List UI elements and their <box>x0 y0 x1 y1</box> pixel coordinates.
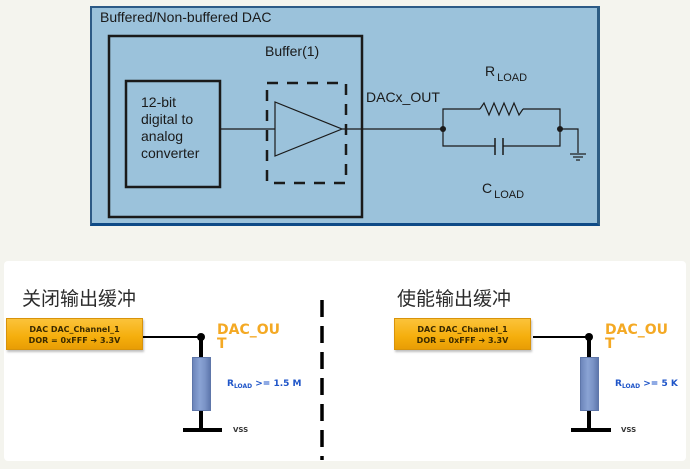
rload-sub: LOAD <box>621 383 641 390</box>
wire-to-ground <box>560 128 579 153</box>
wire-top-branch <box>442 108 480 129</box>
cload-sub: LOAD <box>494 189 525 201</box>
dor-value-label: DOR = 0xFFF ➔ 3.3V <box>416 336 509 345</box>
wire-bottom-branch-right <box>503 129 561 147</box>
wire-left-out <box>143 336 202 357</box>
dac-out-label-right: DAC_OU T <box>605 323 668 351</box>
rload-value: >= 1.5 M <box>252 379 302 389</box>
rload-main: R <box>485 63 496 79</box>
dac-out-line-1: DAC_OU <box>605 322 668 338</box>
dac-channel-box-right: DAC DAC_Channel_1 DOR = 0xFFF ➔ 3.3V <box>394 318 531 350</box>
wire-bottom-branch <box>442 129 495 147</box>
load-resistor-left <box>192 357 211 411</box>
rload-value: >= 5 K <box>640 379 678 389</box>
rload-value-left: RLOAD >= 1.5 M <box>227 379 302 390</box>
dacx-out-label: DACx_OUT <box>366 89 440 105</box>
vss-label-right: VSS <box>621 426 637 434</box>
dac-circuit-schematic <box>107 34 586 219</box>
rload-main: R <box>227 379 234 389</box>
diagram-title: Buffered/Non-buffered DAC <box>100 9 272 25</box>
rload-sub: LOAD <box>233 383 253 390</box>
dac-out-label-left: DAC_OU T <box>217 323 280 351</box>
dac-channel-box-left: DAC DAC_Channel_1 DOR = 0xFFF ➔ 3.3V <box>6 318 143 350</box>
dac-channel-label: DAC DAC_Channel_1 <box>417 325 508 334</box>
junction-node-left <box>440 126 446 132</box>
rload-sub: LOAD <box>497 72 528 84</box>
dac-converter-block <box>124 79 222 189</box>
rload-value-right: RLOAD >= 5 K <box>615 379 678 390</box>
dac-channel-label: DAC DAC_Channel_1 <box>29 325 120 334</box>
cload-main: C <box>482 180 493 196</box>
dac-out-line-1: DAC_OU <box>217 322 280 338</box>
load-resistor-right <box>580 357 599 411</box>
dac-out-line-2: T <box>605 336 615 352</box>
dac-line-4: converter <box>141 145 200 161</box>
bottom-circuits <box>143 300 611 460</box>
buffer-label: Buffer(1) <box>265 43 320 59</box>
rload-main: R <box>615 379 622 389</box>
node-right <box>585 333 593 341</box>
dac-line-1: 12-bit <box>141 94 177 110</box>
dac-enclosure-box <box>107 34 364 219</box>
node-left <box>197 333 205 341</box>
buffer-amplifier-triangle <box>274 101 344 157</box>
dor-value-label: DOR = 0xFFF ➔ 3.3V <box>28 336 121 345</box>
buffered-dac-diagram: Buffered/Non-buffered DAC <box>90 6 600 226</box>
load-resistor-zigzag <box>479 101 524 117</box>
dac-block-label: 12-bit digital to analog converter <box>141 94 199 162</box>
ground-icon <box>570 153 586 161</box>
buffer-dashed-box <box>265 81 348 185</box>
vss-label-left: VSS <box>233 426 249 434</box>
dac-out-line-2: T <box>217 336 227 352</box>
wire-right-out <box>533 336 590 357</box>
buffer-disabled-title: 关闭输出缓冲 <box>22 288 137 310</box>
dac-line-2: digital to <box>141 111 194 127</box>
buffer-comparison-panel <box>4 261 686 461</box>
wire-top-branch-right <box>523 108 561 129</box>
dac-line-3: analog <box>141 128 184 144</box>
buffer-enabled-title: 使能输出缓冲 <box>397 288 512 310</box>
